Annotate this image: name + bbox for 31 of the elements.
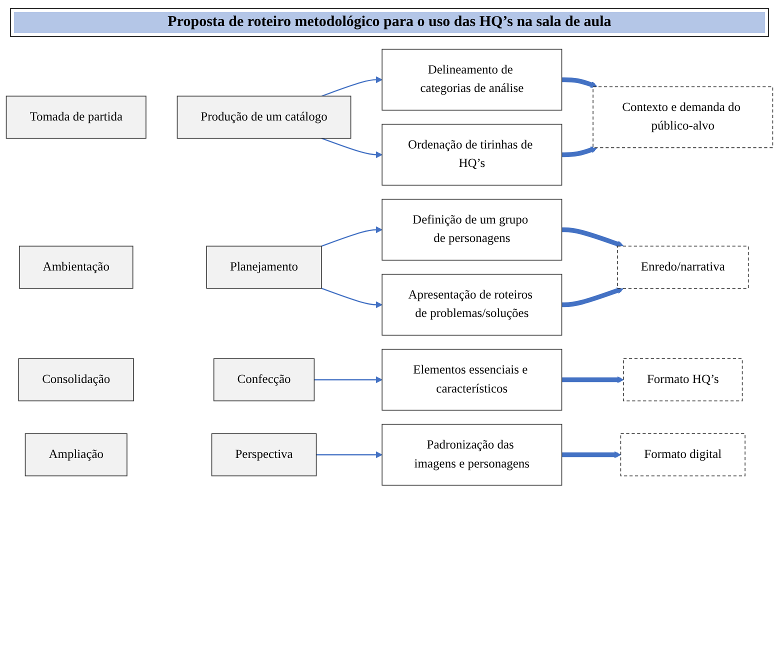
arrow — [316, 451, 382, 458]
node-box: Elementos essenciais e característicos — [382, 348, 562, 411]
arrow — [562, 227, 624, 248]
node-box: Enredo/narrativa — [617, 246, 749, 289]
arrow — [562, 146, 598, 158]
node-box: Apresentação de roteiros de problemas/soluções — [382, 274, 562, 336]
arrow — [321, 288, 382, 308]
arrow — [562, 451, 622, 458]
node-box: Formato digital — [620, 433, 746, 476]
title: Proposta de roteiro metodológico para o uso das HQ’s na sala de aula — [14, 12, 765, 33]
arrow — [321, 138, 382, 158]
node-box: Ampliação — [24, 433, 128, 476]
node-box: Formato HQ’s — [623, 358, 743, 402]
node-box: Contexto e demanda do público-alvo — [592, 86, 774, 148]
node-box: Padronização das imagens e personagens — [382, 424, 562, 486]
node-box: Confecção — [213, 358, 315, 402]
arrow — [562, 376, 624, 384]
arrow — [314, 376, 382, 384]
node-box: Ordenação de tirinhas de HQ’s — [382, 124, 562, 186]
arrow — [321, 76, 382, 97]
arrow — [562, 287, 624, 308]
node-box: Produção de um catálogo — [176, 96, 352, 139]
node-box: Ambientação — [18, 246, 134, 289]
arrow — [321, 226, 382, 247]
node-box: Consolidação — [18, 358, 134, 402]
node-box: Delineamento de categorias de análise — [382, 48, 562, 111]
arrow — [562, 77, 598, 88]
node-box: Planejamento — [206, 246, 322, 289]
node-box: Tomada de partida — [6, 96, 146, 139]
node-box: Perspectiva — [211, 433, 317, 476]
node-box: Definição de um grupo de personagens — [382, 198, 562, 261]
